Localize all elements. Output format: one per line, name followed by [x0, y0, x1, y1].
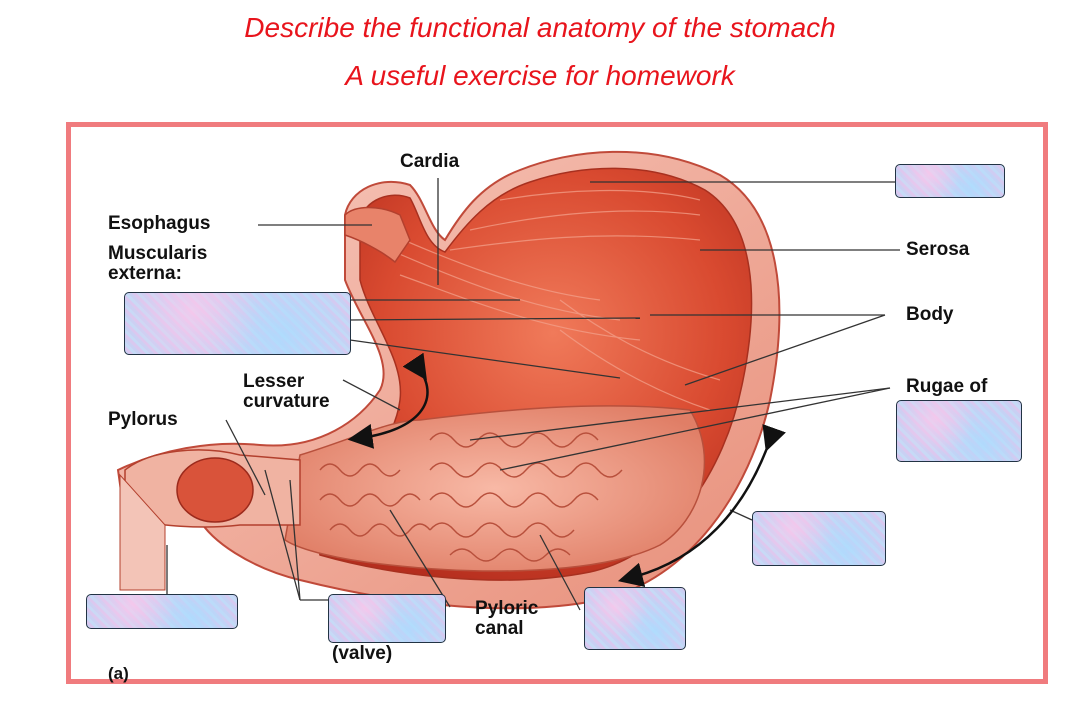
greater-curvature-arrow	[617, 424, 786, 587]
label-panel-a: (a)	[108, 664, 129, 683]
answer-box-fundus[interactable]	[895, 164, 1005, 198]
label-pyloric-canal: Pyloric canal	[475, 598, 539, 639]
duodenum-tube	[119, 473, 166, 591]
label-body: Body	[906, 304, 954, 325]
label-rugae: Rugae of	[906, 376, 988, 397]
label-serosa: Serosa	[906, 239, 970, 260]
slide-title: Describe the functional anatomy of the s…	[244, 12, 836, 43]
label-lesser-curvature: Lesser curvature	[243, 371, 330, 412]
answer-box-greater-curvature[interactable]	[752, 511, 886, 566]
label-esophagus: Esophagus	[108, 213, 211, 234]
label-pylorus: Pylorus	[108, 409, 178, 430]
slide-subtitle: A useful exercise for homework	[345, 60, 735, 91]
answer-box-rugae[interactable]	[896, 400, 1022, 462]
esophagus	[344, 206, 411, 264]
label-cardia: Cardia	[400, 151, 460, 172]
muscle-fibres	[379, 189, 721, 411]
leader-lines	[166, 178, 900, 611]
label-muscularis-externa: Muscularis externa:	[108, 243, 208, 284]
pyloric-sphincter	[176, 457, 254, 523]
rugae-folds	[319, 432, 623, 562]
answer-box-muscle-layers[interactable]	[124, 292, 351, 355]
answer-box-pyloric-antrum[interactable]	[584, 587, 686, 650]
answer-box-pyloric-sphincter[interactable]	[328, 594, 446, 643]
answer-box-duodenum[interactable]	[86, 594, 238, 629]
lesser-curvature-arrow	[347, 352, 429, 449]
label-valve: (valve)	[332, 643, 393, 664]
